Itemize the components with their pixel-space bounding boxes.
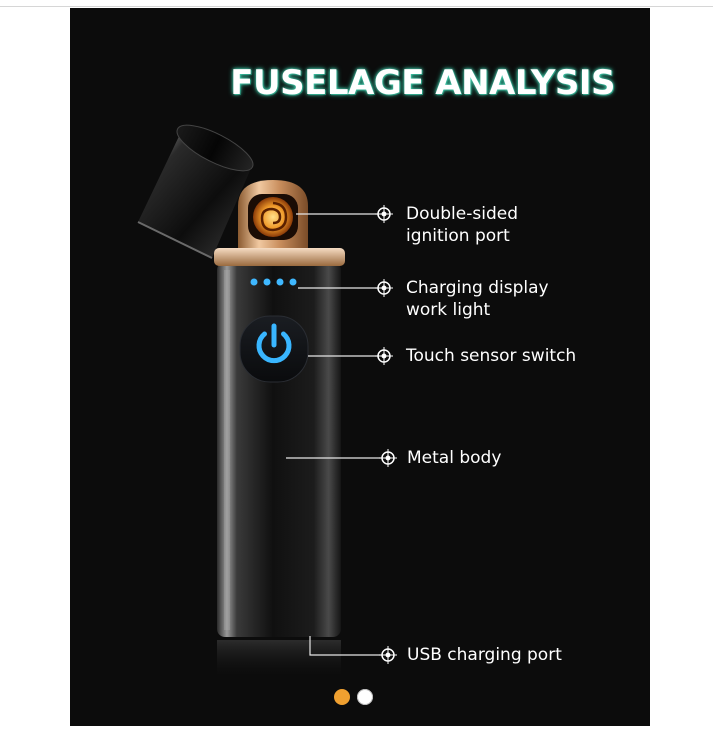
ignition-head xyxy=(238,180,308,248)
callout-usb-port: USB charging port xyxy=(407,645,562,665)
lighter-body xyxy=(214,248,345,637)
carousel-dot-1[interactable] xyxy=(334,689,350,705)
lighter-cap xyxy=(137,124,254,259)
top-divider xyxy=(0,6,713,7)
callout-touch-sensor: Touch sensor switch xyxy=(406,346,577,366)
lighter-illustration xyxy=(137,124,397,680)
carousel-dot-2[interactable] xyxy=(357,689,373,705)
image-headline: FUSELAGE ANALYSIS xyxy=(230,63,615,103)
callout-metal-body: Metal body xyxy=(407,448,502,468)
callout-charging-display: Charging display work light xyxy=(406,278,549,320)
power-icon[interactable] xyxy=(256,323,292,364)
carousel-dots xyxy=(334,689,373,707)
charging-indicator-lights xyxy=(250,278,297,286)
body-reflection xyxy=(217,640,341,680)
callout-leader-lines xyxy=(286,213,382,656)
product-image[interactable]: FUSELAGE ANALYSIS Double-sided ignition … xyxy=(70,8,650,726)
callout-ignition-port: Double-sided ignition port xyxy=(406,204,518,246)
callout-target-icon xyxy=(375,205,397,664)
